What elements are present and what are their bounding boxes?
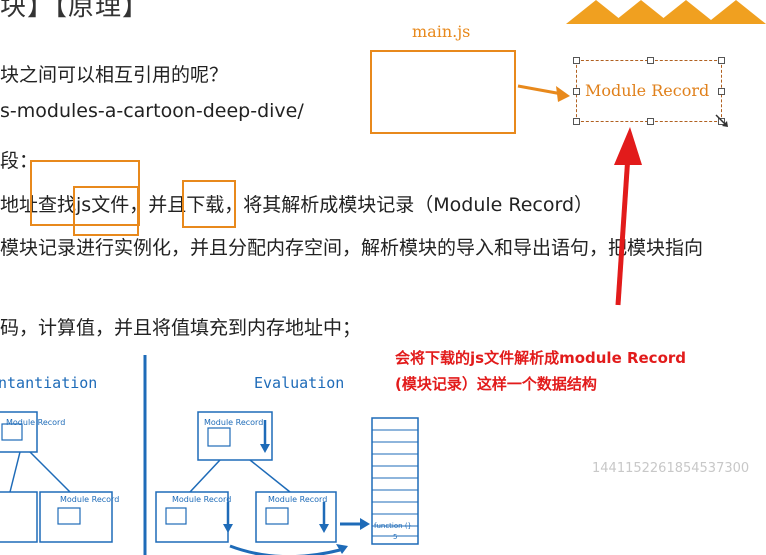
diagram-label: Module Record — [60, 495, 120, 504]
module-diagram — [0, 355, 419, 555]
diagram-label: Module Record — [172, 495, 232, 504]
highlight-box — [182, 180, 236, 228]
module-record-box[interactable]: Module Record — [573, 57, 725, 125]
text-line: 码，计算值，并且将值填充到内存地址中； — [0, 317, 362, 339]
resize-handle[interactable] — [573, 88, 580, 95]
text-line: s-modules-a-cartoon-deep-dive/ — [0, 100, 304, 122]
module-record-label: Module Record — [585, 81, 710, 100]
diagram-label: Module Record — [268, 495, 328, 504]
function-label: function (} — [374, 522, 413, 530]
annotation-note: (模块记录）这样一个数据结构 — [395, 375, 597, 393]
text-fragment: 查找 — [38, 194, 77, 216]
text-line-module-record: 地址查找js文件，并且下载，将其解析成模块记录（Module Record） — [0, 190, 593, 217]
mainjs-box — [370, 50, 516, 134]
text-line: 段： — [0, 150, 39, 172]
text-fragment: 下载 — [186, 194, 225, 216]
watermark-text: 1441152261854537300 — [592, 461, 750, 476]
red-arrow — [614, 127, 642, 306]
highlight-box — [73, 186, 139, 236]
slide-title: 块】【原理】 — [0, 0, 150, 22]
resize-handle[interactable] — [718, 88, 725, 95]
resize-handle[interactable] — [573, 57, 580, 64]
resize-handle[interactable] — [573, 118, 580, 125]
value-label: 5 — [393, 533, 398, 541]
resize-handle[interactable] — [647, 57, 654, 64]
resize-handle[interactable] — [718, 57, 725, 64]
text-line: 块之间可以相互引用的呢？ — [0, 64, 229, 86]
text-line: 模块记录进行实例化，并且分配内存空间，解析模块的导入和导出语句，把模块指向 — [0, 237, 704, 259]
highlight-box — [30, 160, 140, 226]
diagram-label: Module Record — [204, 418, 264, 427]
resize-cursor-icon — [715, 114, 728, 127]
text-fragment: ，并且 — [129, 194, 187, 216]
evaluation-title: Evaluation — [254, 374, 345, 392]
diagram-label: Module Record — [6, 418, 66, 427]
text-fragment: ，将其解析成模块记录（Module Record） — [224, 194, 594, 216]
instantiation-title: ntantiation — [0, 374, 98, 392]
text-fragment: 地址 — [0, 194, 39, 216]
annotation-note: 会将下载的js文件解析成module Record — [395, 349, 687, 367]
text-fragment: js文件 — [76, 194, 130, 216]
mainjs-label: main.js — [412, 22, 471, 41]
orange-arrow — [517, 84, 570, 102]
resize-handle[interactable] — [647, 118, 654, 125]
mountain-decoration — [566, 0, 766, 24]
